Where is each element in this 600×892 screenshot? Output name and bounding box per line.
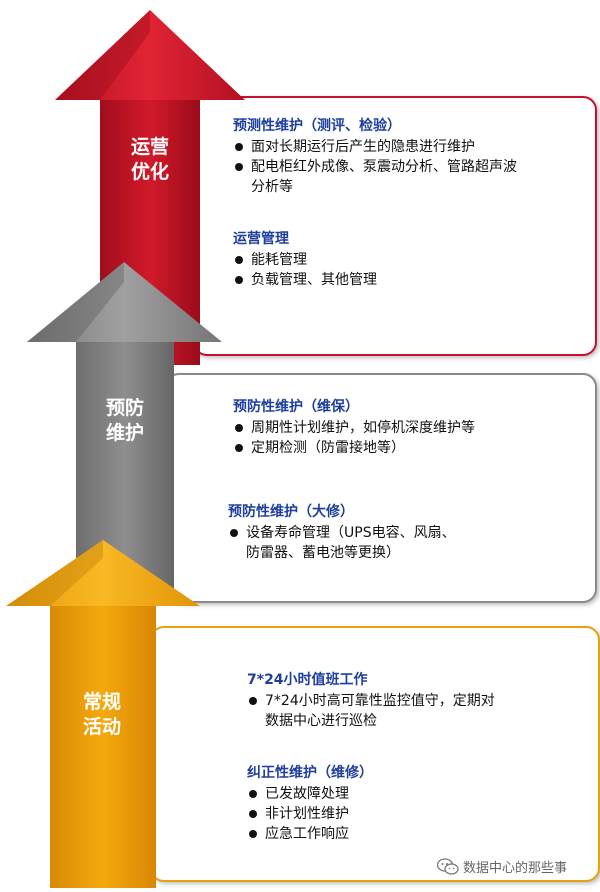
label-line-2: 维护 (105, 422, 144, 444)
label-line-1: 常规 (82, 691, 121, 713)
bullet-item: 配电柜红外成像、泵震动分析、管路超声波 (233, 157, 517, 177)
wechat-icon (437, 857, 459, 875)
stage-prevent-box (165, 373, 597, 603)
section-title: 预防性维护（维保） (233, 399, 359, 415)
stage-routine-box (150, 626, 600, 882)
label-line-2: 活动 (82, 716, 121, 738)
bullet-item: 定期检测（防雷接地等） (233, 438, 475, 458)
label-line-1: 预防 (105, 397, 144, 419)
corrective-maintenance-section: 纠正性维护（维修） 已发故障处理 非计划性维护 应急工作响应 (247, 763, 373, 844)
section-title: 运营管理 (233, 231, 289, 247)
bullet-item: 非计划性维护 (247, 804, 373, 824)
stage-optimize-box (193, 96, 597, 356)
bullet-item: 面对长期运行后产生的隐患进行维护 (233, 137, 517, 157)
section-title: 7*24小时值班工作 (247, 672, 368, 688)
overhaul-section: 预防性维护（大修） 设备寿命管理（UPS电容、风扇、 防雷器、蓄电池等更换） (228, 502, 456, 563)
watermark: 数据中心的那些事 (437, 857, 567, 876)
section-title: 预测性维护（测评、检验） (233, 118, 401, 134)
operations-management-section: 运营管理 能耗管理 负载管理、其他管理 (233, 229, 377, 290)
stage-optimize-label: 运营 优化 (120, 135, 180, 185)
bullet-continuation: 防雷器、蓄电池等更换） (246, 545, 400, 561)
label-line-2: 优化 (130, 161, 169, 183)
bullet-item: 已发故障处理 (247, 784, 373, 804)
duty-section: 7*24小时值班工作 7*24小时高可靠性监控值守，定期对 数据中心进行巡检 (247, 670, 495, 731)
stage-routine-label: 常规 活动 (72, 690, 132, 740)
section-title: 纠正性维护（维修） (247, 765, 373, 781)
gold-arrow (6, 540, 200, 888)
stage-prevent-label: 预防 维护 (95, 396, 155, 446)
watermark-text: 数据中心的那些事 (463, 861, 568, 876)
predictive-maintenance-section: 预测性维护（测评、检验） 面对长期运行后产生的隐患进行维护 配电柜红外成像、泵震… (233, 116, 517, 197)
bullet-continuation: 分析等 (251, 179, 293, 195)
bullet-item: 7*24小时高可靠性监控值守，定期对 (247, 691, 495, 711)
bullet-item: 能耗管理 (233, 250, 377, 270)
bullet-item: 应急工作响应 (247, 824, 373, 844)
bullet-continuation: 数据中心进行巡检 (265, 713, 377, 729)
section-title: 预防性维护（大修） (228, 504, 354, 520)
bullet-item: 周期性计划维护，如停机深度维护等 (233, 418, 475, 438)
bullet-item: 设备寿命管理（UPS电容、风扇、 (228, 523, 456, 543)
preventive-maintenance-section: 预防性维护（维保） 周期性计划维护，如停机深度维护等 定期检测（防雷接地等） (233, 397, 475, 458)
bullet-item: 负载管理、其他管理 (233, 270, 377, 290)
label-line-1: 运营 (130, 136, 169, 158)
